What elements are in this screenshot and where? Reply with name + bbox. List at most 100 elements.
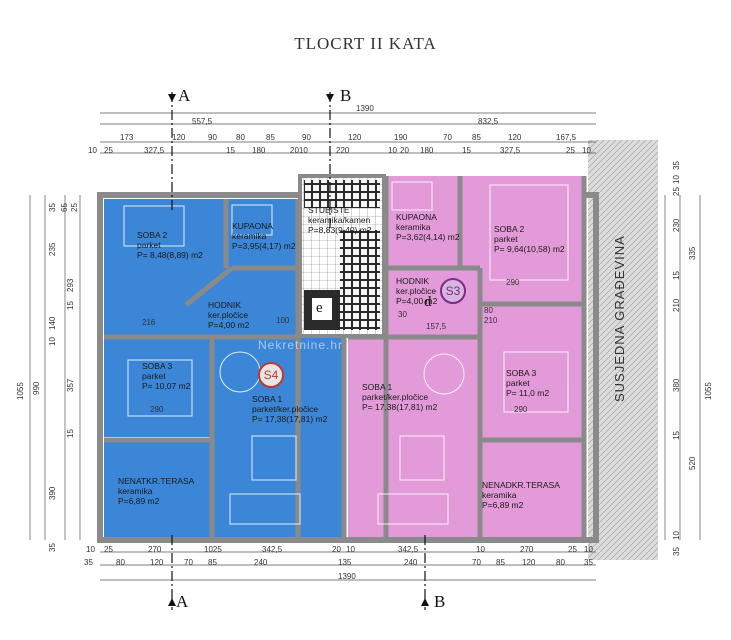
dim-left-part: 140 — [48, 316, 57, 330]
room-stubiste: STUBIŠTE keramika/kamen P=8,83(9,40) m2 — [308, 205, 372, 235]
dim-bottom-total: 1390 — [338, 572, 356, 581]
dim-top-row2: 173 — [120, 133, 134, 142]
dim-top-row2: 120 — [348, 133, 362, 142]
dim-right-part: 10 — [672, 175, 681, 184]
section-lines — [171, 92, 426, 610]
dim-left-part: 35 — [48, 543, 57, 552]
dim-bottom-row1: 10 — [86, 545, 95, 554]
dim-bottom-row2: 85 — [496, 558, 505, 567]
room-name: KUPAONA — [396, 212, 437, 222]
dim-bottom-row2: 120 — [150, 558, 164, 567]
dimension-lines — [29, 112, 701, 581]
section-a-bottom-label: A — [176, 592, 189, 611]
dim-left-part: 235 — [48, 242, 57, 256]
dim-left-part: 15 — [66, 429, 75, 438]
unit-badge-s3: S3 — [440, 278, 466, 304]
dim-bottom-row2: 85 — [208, 558, 217, 567]
dim-inner: 100 — [276, 316, 290, 325]
dim-top-row3: 25 — [566, 146, 575, 155]
section-b-top-label: B — [340, 86, 352, 105]
room-floor: ker.pločice — [396, 286, 437, 296]
dim-right-part: 15 — [672, 271, 681, 280]
room-area: P=6,89 m2 — [482, 500, 524, 510]
dim-top-row2: 70 — [443, 133, 452, 142]
room-floor: keramika — [482, 490, 517, 500]
dim-bottom-row2: 80 — [116, 558, 125, 567]
room-name: HODNIK — [208, 300, 242, 310]
dim-bottom-row1: 270 — [148, 545, 162, 554]
dim-top-row3: 2010 — [290, 146, 308, 155]
dim-bottom-row1: 10 — [476, 545, 485, 554]
room-floor: parket — [137, 240, 161, 250]
dim-right-part: 25 — [672, 187, 681, 196]
section-a-top-label: A — [178, 86, 191, 105]
dim-inner: 80 — [484, 306, 493, 315]
dim-top-row3: 10 — [88, 146, 97, 155]
dim-top-row3: 20 — [400, 146, 409, 155]
dim-bottom-row2: 35 — [84, 558, 93, 567]
dim-top-row2: 167,5 — [556, 133, 577, 142]
room-soba2-left: SOBA 2 parket P= 8,48(8,89) m2 — [137, 230, 203, 260]
room-area: P= 11,0 m2 — [506, 388, 550, 398]
dim-top-row3: 327,5 — [500, 146, 521, 155]
dim-bottom-row2: 240 — [254, 558, 268, 567]
neighbour-building-hatch — [588, 140, 658, 560]
room-area: P=3,62(4,14) m2 — [396, 232, 460, 242]
dim-inner: 30 — [398, 310, 407, 319]
dim-right-part: 335 — [688, 246, 697, 260]
dim-bottom-row2: 35 — [584, 558, 593, 567]
dim-bottom-row2: 120 — [522, 558, 536, 567]
room-area: P=4,00 m2 — [208, 320, 250, 330]
dim-bottom-row1: 25 — [104, 545, 113, 554]
watermark: Nekretnine.hr — [258, 338, 344, 352]
room-name: KUPAONA — [232, 221, 273, 231]
dim-left-total: 1055 — [16, 382, 25, 400]
left-internal-walls — [104, 199, 347, 537]
room-name: SOBA 3 — [506, 368, 537, 378]
room-name: SOBA 1 — [252, 394, 283, 404]
neighbour-building-label: SUSJEDNA GRAĐEVINA — [612, 235, 627, 402]
dim-right-part: 230 — [672, 218, 681, 232]
dim-top-row2: 90 — [208, 133, 217, 142]
dim-bottom-row1: 270 — [520, 545, 534, 554]
room-floor: parket — [506, 378, 530, 388]
dim-bottom-row1: 10 — [346, 545, 355, 554]
dim-top-row3: 25 — [104, 146, 113, 155]
dim-bottom-row1: 20 — [332, 545, 341, 554]
room-terasa-right: NENADKR.TERASA keramika P=6,89 m2 — [482, 480, 560, 510]
room-floor: ker.pločice — [208, 310, 249, 320]
room-name: SOBA 1 — [362, 382, 393, 392]
dim-top-row3: 10 — [388, 146, 397, 155]
room-floor: parket — [142, 371, 166, 381]
dim-top-row2: 80 — [236, 133, 245, 142]
dim-left-part: 390 — [48, 486, 57, 500]
room-soba3-left: SOBA 3 parket P= 10,07 m2 — [142, 361, 190, 391]
dim-top-row2: 90 — [302, 133, 311, 142]
dim-inner: 216 — [142, 318, 156, 327]
room-floor: parket/ker.pločice — [362, 392, 429, 402]
dim-top-row3: 10 — [582, 146, 591, 155]
dim-inner: 210 — [484, 316, 498, 325]
room-floor: parket/ker.pločice — [252, 404, 319, 414]
dim-top-row3: 180 — [420, 146, 434, 155]
room-name: HODNIK — [396, 276, 430, 286]
dim-right-part: 10 — [672, 531, 681, 540]
dim-top-right: 832,5 — [478, 117, 499, 126]
dim-right-part: 520 — [688, 456, 697, 470]
plan-title: TLOCRT II KATA — [294, 34, 437, 53]
room-soba1-right: SOBA 1 parket/ker.pločice P= 17,38(17,81… — [362, 382, 437, 412]
dim-right-part: 35 — [672, 161, 681, 170]
dim-left-part: 65 — [60, 203, 69, 212]
room-area: P= 17,38(17,81) m2 — [252, 414, 328, 424]
furniture-outlines — [123, 181, 569, 525]
right-internal-walls — [348, 176, 587, 537]
room-area: P= 8,48(8,89) m2 — [137, 250, 203, 260]
room-floor: keramika — [118, 486, 153, 496]
dim-right-part: 210 — [672, 298, 681, 312]
room-area: P=3,95(4,17) m2 — [232, 241, 296, 251]
unit-badge-s4: S4 — [258, 362, 284, 388]
marker-d: d — [424, 294, 432, 310]
dim-top-left: 557,5 — [192, 117, 213, 126]
room-name: STUBIŠTE — [308, 205, 350, 215]
dim-right-total: 1055 — [704, 382, 713, 400]
